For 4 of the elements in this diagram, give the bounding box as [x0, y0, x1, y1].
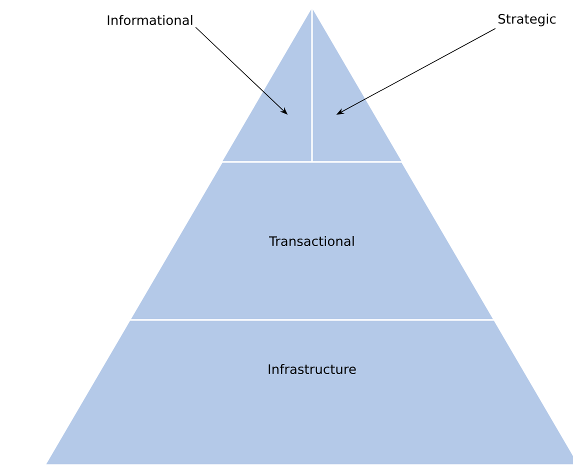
pyramid-section [312, 9, 402, 162]
pyramid-section [222, 9, 312, 162]
callout-label: Informational [108, 14, 192, 26]
callout-label: Strategic [498, 14, 556, 26]
